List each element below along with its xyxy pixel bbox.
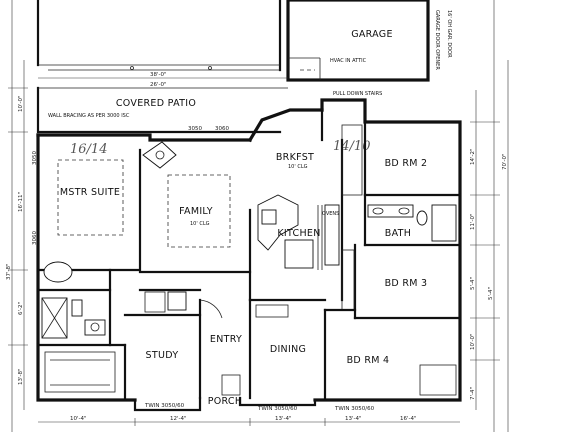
dim-right-b: 11'-0" [470,213,476,230]
family-ceiling-note: 10' CLG [190,221,210,227]
dim-bottom-right-a: 13'-4" [345,416,362,422]
hvac-note: HVAC IN ATTIC [330,58,367,64]
garage-door-opener-note: GARAGE DOOR OPENER [434,10,440,70]
dim-right-d: 10'-0" [470,333,476,350]
entry-label: ENTRY [210,334,242,345]
ovens-note: OVENS [322,211,339,217]
dimension-lines [8,0,509,432]
covered-patio-label: COVERED PATIO [116,98,196,109]
covered-patio: COVERED PATIO WALL BRACING AS PER 3000 I… [36,86,288,134]
dim-right-a: 14'-2" [470,148,476,165]
dim-twin-2: TWIN 3050/60 [257,406,298,412]
garage-area: GARAGE HVAC IN ATTIC PULL DOWN STAIRS GA… [286,0,452,97]
top-left-walls [36,0,282,72]
dim-bottom-right-b: 16'-4" [400,416,417,422]
dim-bottom-left-b: 12'-4" [170,416,187,422]
bd-rm-2-label: BD RM 2 [385,158,428,169]
master-size-note: 16/14 [70,142,107,157]
bedroom-3: BD RM 3 [341,243,462,320]
pull-down-note: PULL DOWN STAIRS [333,91,382,97]
bedroom-4: BD RM 4 [323,308,457,402]
dim-twin-1: TWIN 3050/60 [144,403,185,409]
dim-right-e: 5'-4" [488,287,494,300]
dim-right-overall: 70'-0" [502,153,508,170]
dim-left-upper: 16'-11" [18,192,24,212]
brkfst-label: BRKFST [276,152,314,163]
master-bath [36,261,127,402]
dim-patio-top: 26'-0" [150,82,167,88]
wall-bracing-note: WALL BRACING AS PER 3000 ISC [48,113,130,119]
family-label: FAMILY [179,206,213,217]
bd-rm-3-label: BD RM 3 [385,278,428,289]
dim-window-1: 3050 [188,126,202,132]
master-suite: 16/14 MSTR SUITE [36,141,177,272]
dim-bottom-left-a: 10'-4" [70,416,87,422]
hall-bath: BATH [363,193,462,247]
garage-label: GARAGE [351,29,393,40]
study-label: STUDY [146,350,179,361]
dim-patio-left: 10'-0" [18,95,24,112]
porch-label: PORCH [208,396,243,407]
kitchen-label: KITCHEN [277,228,320,239]
dim-right-f: 7'-4" [470,387,476,400]
brkfst-ceiling-note: 10' CLG [288,164,308,170]
dim-right-c: 5'-4" [470,277,476,290]
dimension-labels: 38'-0" 26'-0" 10'-0" 16'-11" 37'-8" 6'-2… [6,72,508,422]
dim-window-4: 3060 [32,231,38,245]
family-room: FAMILY 10' CLG [138,174,252,302]
dim-window-3: 3050 [32,151,38,165]
dim-bottom-mid: 13'-4" [275,416,292,422]
dining-label: DINING [270,344,306,355]
dim-left-overall: 37'-8" [6,263,12,280]
bd-rm-4-label: BD RM 4 [347,355,390,366]
dim-twin-3: TWIN 3050/60 [334,406,375,412]
dim-window-2: 3060 [215,126,229,132]
study-entry: STUDY ENTRY PORCH [123,288,243,407]
bath-label: BATH [385,228,411,239]
master-suite-label: MSTR SUITE [60,187,120,198]
dim-top-overall: 38'-0" [150,72,167,78]
garage-door-note: 16' OH GAR. DOOR [446,10,452,58]
bedroom-2: BD RM 2 [341,120,462,197]
dim-left-mid: 6'-2" [18,302,24,315]
breakfast-kitchen: 14/10 BRKFST 10' CLG KITCHEN OVENS [257,108,370,302]
dining-room: DINING [248,298,327,400]
dim-left-lower: 13'-8" [18,368,24,385]
